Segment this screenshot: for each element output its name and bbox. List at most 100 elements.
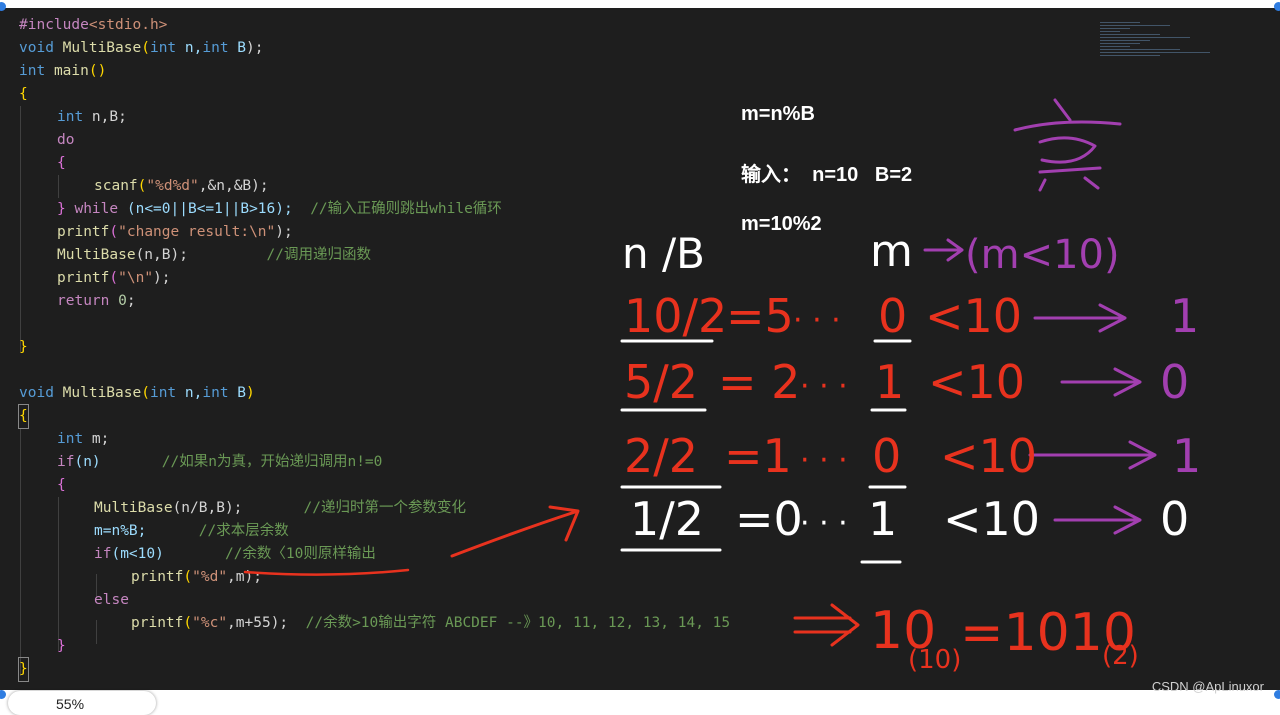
code-line-25[interactable]: printf("%d",m); bbox=[131, 566, 262, 589]
param: B bbox=[228, 40, 247, 56]
indent-guide bbox=[20, 428, 21, 676]
function-name: MultiBase bbox=[62, 40, 142, 56]
function-call: printf bbox=[57, 270, 110, 286]
code-line-26[interactable]: else bbox=[94, 592, 129, 608]
row-compare: <10 bbox=[943, 492, 1040, 546]
code-line-28[interactable]: } bbox=[57, 638, 66, 654]
format-string: "%d%d" bbox=[146, 178, 199, 194]
bracket: ( bbox=[109, 270, 119, 286]
code-line-27[interactable]: printf("%c",m+55); //余数>10输出字符 ABCDEF --… bbox=[131, 612, 730, 635]
keyword: if bbox=[57, 454, 75, 470]
bracket: ( bbox=[109, 224, 119, 240]
minimap[interactable] bbox=[1100, 20, 1210, 100]
code-line-1[interactable]: #include<stdio.h> bbox=[19, 14, 167, 37]
keyword: int bbox=[57, 109, 84, 125]
watermark: CSDN @ApLinuxor bbox=[1151, 679, 1264, 694]
row-remainder: 0 bbox=[878, 289, 907, 343]
keyword: int bbox=[149, 40, 177, 56]
comment: //调用递归函数 bbox=[187, 247, 371, 263]
row-quotient: = 2 bbox=[718, 355, 800, 409]
param: n, bbox=[176, 385, 203, 401]
bracket: ) bbox=[246, 385, 255, 401]
preprocessor-directive: #include bbox=[19, 17, 89, 33]
keyword: while bbox=[74, 201, 119, 217]
row-division: 5/2 bbox=[624, 355, 698, 409]
bracket: ( bbox=[183, 615, 193, 631]
row-dots: · · · bbox=[800, 369, 848, 404]
code-line-10[interactable]: printf("change result:\n"); bbox=[57, 221, 293, 244]
code-line-19[interactable]: int m; bbox=[57, 428, 109, 451]
keyword: int bbox=[57, 431, 84, 447]
selection-handle[interactable] bbox=[1274, 2, 1280, 11]
code-line-3[interactable]: int main() bbox=[19, 60, 106, 83]
code-line-17[interactable]: void MultiBase(int n,int B) bbox=[19, 382, 255, 405]
comment: //求本层余数 bbox=[146, 523, 289, 539]
code-line-2[interactable]: void MultiBase(int n,int B); bbox=[19, 37, 264, 60]
real-char-ink bbox=[1013, 98, 1122, 192]
function-call: printf bbox=[57, 224, 110, 240]
function-name: MultiBase bbox=[62, 385, 142, 401]
zoom-indicator[interactable]: 55% bbox=[8, 691, 156, 715]
row-compare: <10 bbox=[940, 429, 1037, 483]
bracket: ( bbox=[141, 40, 150, 56]
arguments: (n,B); bbox=[135, 247, 188, 263]
indent-guide bbox=[96, 574, 97, 598]
conclusion-arrow bbox=[793, 603, 860, 647]
code-line-29[interactable]: } bbox=[18, 657, 29, 682]
row-compare: <10 bbox=[928, 355, 1025, 409]
keyword: void bbox=[19, 385, 54, 401]
code-line-13[interactable]: return 0; bbox=[57, 290, 136, 313]
header-m: m bbox=[870, 226, 913, 277]
row-quotient: =0 bbox=[735, 492, 803, 546]
punctuation: ); bbox=[153, 270, 171, 286]
function-name: main bbox=[53, 63, 89, 79]
indent-guide bbox=[20, 106, 21, 352]
comment: //余数>10输出字符 ABCDEF --》10, 11, 12, 13, 14… bbox=[288, 615, 731, 631]
code-line-9[interactable]: } while (n<=0||B<=1||B>16); //输入正确则跳出whi… bbox=[57, 198, 502, 221]
selection-handle[interactable] bbox=[0, 690, 6, 699]
conclusion-rhs-base: (2) bbox=[1102, 641, 1139, 671]
param: n, bbox=[176, 40, 203, 56]
punctuation: ); bbox=[246, 40, 264, 56]
selection-handle[interactable] bbox=[0, 2, 6, 11]
row-quotient: =1 bbox=[724, 429, 792, 483]
declaration: m; bbox=[83, 431, 110, 447]
code-line-4[interactable]: { bbox=[19, 86, 28, 102]
selection-handle[interactable] bbox=[1274, 690, 1280, 699]
conclusion-lhs: 10 bbox=[870, 601, 936, 661]
bracket: () bbox=[88, 63, 107, 79]
comment: //递归时第一个参数变化 bbox=[242, 500, 466, 516]
code-line-24[interactable]: if(m<10) //余数〈10则原样输出 bbox=[94, 543, 376, 566]
keyword: return bbox=[57, 293, 110, 309]
bracket: ( bbox=[183, 569, 193, 585]
code-line-21[interactable]: { bbox=[57, 477, 66, 493]
code-line-8[interactable]: scanf("%d%d",&n,&B); bbox=[94, 175, 269, 198]
note-example: m=10%2 bbox=[741, 213, 822, 235]
comment: //输入正确则跳出while循环 bbox=[292, 201, 502, 217]
row-dots: · · · bbox=[800, 443, 848, 478]
comment: //如果n为真，开始递归调用n!=0 bbox=[100, 454, 383, 470]
code-line-23[interactable]: m=n%B; //求本层余数 bbox=[94, 520, 289, 543]
code-line-5[interactable]: int n,B; bbox=[57, 106, 127, 129]
code-line-18[interactable]: { bbox=[18, 404, 29, 429]
function-call: printf bbox=[131, 615, 184, 631]
code-line-7[interactable]: { bbox=[57, 155, 66, 171]
code-line-11[interactable]: MultiBase(n,B); //调用递归函数 bbox=[57, 244, 371, 267]
code-line-6[interactable]: do bbox=[57, 132, 75, 148]
indent-guide bbox=[58, 175, 59, 198]
conclusion-lhs-base: (10) bbox=[908, 645, 961, 675]
row-result: 1 bbox=[1172, 429, 1201, 483]
code-line-22[interactable]: MultiBase(n/B,B); //递归时第一个参数变化 bbox=[94, 497, 466, 520]
code-line-12[interactable]: printf("\n"); bbox=[57, 267, 171, 290]
code-line-20[interactable]: if(n) //如果n为真，开始递归调用n!=0 bbox=[57, 451, 382, 474]
keyword: int bbox=[202, 385, 229, 401]
row-quotient: =5 bbox=[726, 289, 794, 343]
declaration: n,B; bbox=[83, 109, 127, 125]
row-division: 2/2 bbox=[624, 429, 698, 483]
statement: m=n%B; bbox=[94, 523, 147, 539]
code-line-15[interactable]: } bbox=[19, 339, 28, 355]
row-dots: · · · bbox=[793, 303, 841, 338]
indent-guide bbox=[58, 497, 59, 651]
condition: (n<=0||B<=1||B>16); bbox=[118, 201, 293, 217]
result-arrow bbox=[1033, 303, 1127, 333]
